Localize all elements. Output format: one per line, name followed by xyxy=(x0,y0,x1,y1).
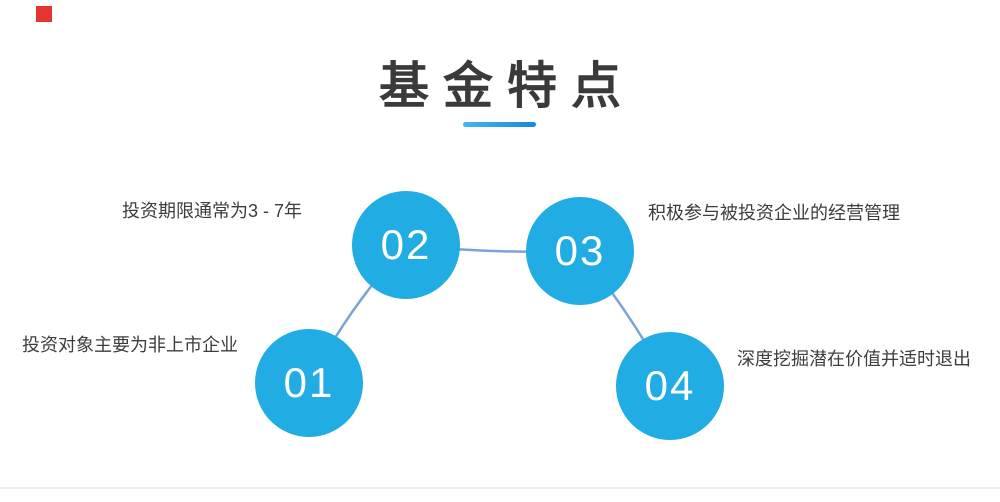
feature-number-01: 01 xyxy=(283,359,335,406)
title-underline xyxy=(463,122,536,127)
feature-label-04: 深度挖掘潜在价值并适时退出 xyxy=(737,349,971,369)
bottom-edge-line xyxy=(0,487,1000,489)
feature-label-03: 积极参与被投资企业的经营管理 xyxy=(648,203,900,223)
feature-number-04: 04 xyxy=(644,362,696,409)
feature-circle-03: 03 xyxy=(526,197,634,305)
feature-circle-01: 01 xyxy=(255,329,363,437)
feature-label-02: 投资期限通常为3 - 7年 xyxy=(122,201,303,221)
feature-circle-04: 04 xyxy=(616,332,724,440)
feature-number-02: 02 xyxy=(380,221,432,268)
page-title: 基金特点 xyxy=(379,58,635,114)
feature-circle-02: 02 xyxy=(352,191,460,299)
feature-label-01: 投资对象主要为非上市企业 xyxy=(22,335,238,355)
red-square-logo xyxy=(36,6,52,22)
feature-number-03: 03 xyxy=(554,227,606,274)
